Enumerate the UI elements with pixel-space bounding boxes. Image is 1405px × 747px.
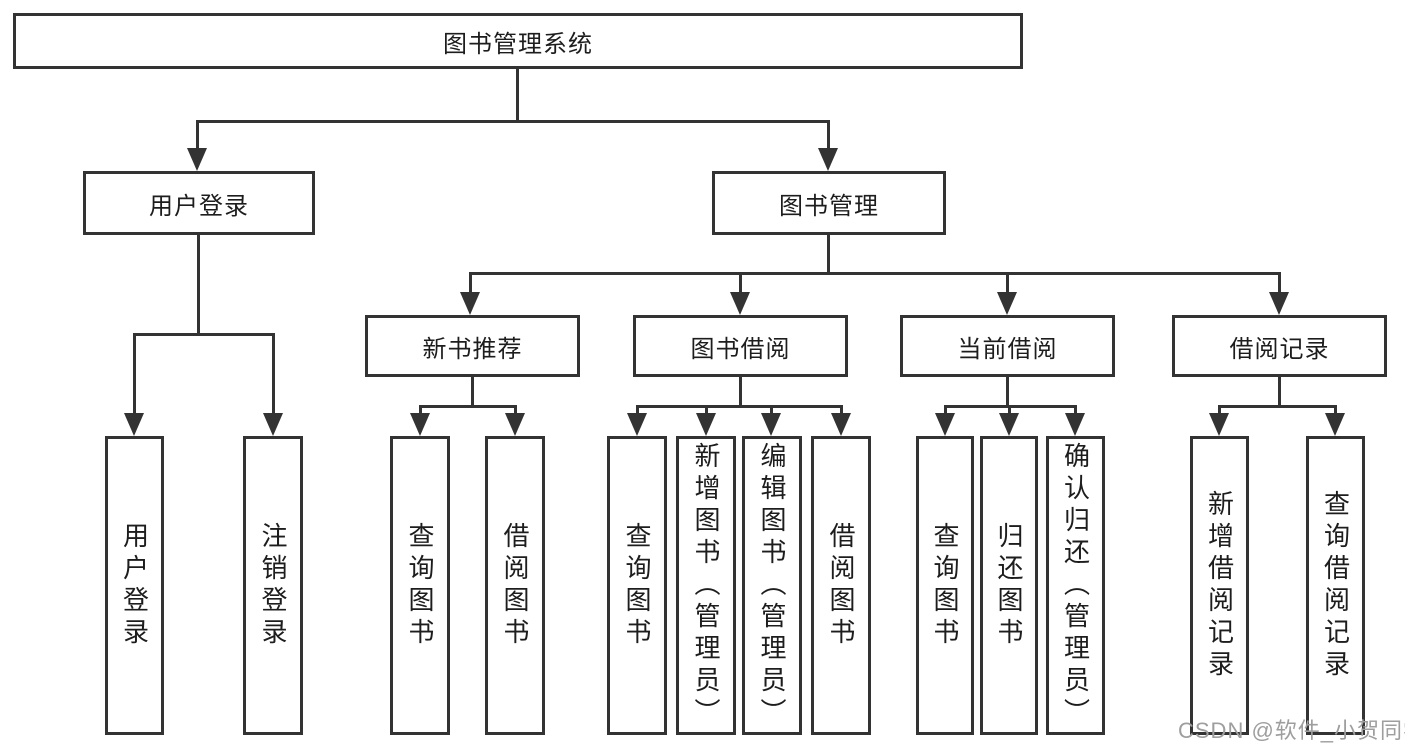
leaf-logout-login: 注销登录 <box>243 436 303 735</box>
connector-login-drop <box>196 120 199 153</box>
connector-g2-drop-3 <box>770 405 773 417</box>
leaf-current-query-books: 查询图书 <box>916 436 974 735</box>
leaf-edit-book-admin-label: 编辑图书（管理员） <box>757 441 787 730</box>
arrowhead-g3-3-icon <box>1065 413 1085 436</box>
arrowhead-g2-4-icon <box>831 413 851 436</box>
leaf-return-books: 归还图书 <box>980 436 1038 735</box>
connector-l3-drop-1 <box>469 272 472 296</box>
connector-g1-drop-2 <box>514 405 517 417</box>
arrowhead-g4-2-icon <box>1325 413 1345 436</box>
connector-management-drop <box>827 120 830 153</box>
leaf-user-login-label: 用户登录 <box>119 521 150 650</box>
node-user-login: 用户登录 <box>83 171 315 235</box>
leaf-return-books-label: 归还图书 <box>994 521 1024 650</box>
connector-l3-drop-4 <box>1278 272 1281 296</box>
connector-g1-drop-1 <box>419 405 422 417</box>
node-new-book-recommend: 新书推荐 <box>365 315 580 377</box>
leaf-add-borrow-record: 新增借阅记录 <box>1190 436 1249 735</box>
arrowhead-g3-2-icon <box>999 413 1019 436</box>
arrowhead-g2-2-icon <box>696 413 716 436</box>
node-book-borrow-label: 图书借阅 <box>690 335 791 363</box>
leaf-add-borrow-record-label: 新增借阅记录 <box>1204 489 1235 682</box>
connector-login-bar <box>133 333 274 336</box>
leaf-borrow-query-books: 查询图书 <box>607 436 667 735</box>
connector-g2-drop-2 <box>705 405 708 417</box>
leaf-add-book-admin: 新增图书（管理员） <box>676 436 736 735</box>
connector-root-stem <box>516 69 519 123</box>
connector-login-child2-drop <box>272 333 275 415</box>
arrowhead-management-icon <box>818 148 838 171</box>
node-borrow-records: 借阅记录 <box>1172 315 1387 377</box>
leaf-recommend-borrow-books-label: 借阅图书 <box>500 521 530 650</box>
leaf-query-borrow-record: 查询借阅记录 <box>1306 436 1365 735</box>
leaf-confirm-return-admin: 确认归还（管理员） <box>1046 436 1105 735</box>
arrowhead-g4-1-icon <box>1209 413 1229 436</box>
arrowhead-g1-2-icon <box>505 413 525 436</box>
node-user-login-label: 用户登录 <box>149 192 249 220</box>
connector-level2-bar <box>196 120 830 123</box>
connector-g3-stem <box>1006 377 1009 408</box>
connector-g2-drop-4 <box>840 405 843 417</box>
watermark: CSDN @软件_小贺同学 <box>1178 718 1405 743</box>
arrowhead-g2-3-icon <box>761 413 781 436</box>
leaf-confirm-return-admin-label: 确认归还（管理员） <box>1060 441 1091 730</box>
connector-login-stem <box>197 235 200 336</box>
leaf-edit-book-admin: 编辑图书（管理员） <box>742 436 802 735</box>
connector-g3-drop-2 <box>1008 405 1011 417</box>
node-borrow-records-label: 借阅记录 <box>1229 335 1330 363</box>
node-new-book-recommend-label: 新书推荐 <box>422 335 523 363</box>
connector-g2-drop-1 <box>636 405 639 417</box>
leaf-recommend-borrow-books: 借阅图书 <box>485 436 545 735</box>
connector-g1-stem <box>471 377 474 408</box>
connector-g4-bar <box>1218 405 1336 408</box>
node-book-management: 图书管理 <box>712 171 946 235</box>
node-current-borrow-label: 当前借阅 <box>957 335 1058 363</box>
leaf-borrow-query-books-label: 查询图书 <box>622 521 652 650</box>
leaf-recommend-query-books: 查询图书 <box>390 436 450 735</box>
arrowhead-l3-2-icon <box>730 292 750 315</box>
connector-g1-bar <box>419 405 516 408</box>
node-root-label: 图书管理系统 <box>443 30 593 58</box>
node-book-management-label: 图书管理 <box>779 192 879 220</box>
node-root: 图书管理系统 <box>13 13 1023 69</box>
node-current-borrow: 当前借阅 <box>900 315 1115 377</box>
connector-g2-bar <box>636 405 842 408</box>
connector-level3-bar <box>469 272 1280 275</box>
connector-g4-drop-1 <box>1218 405 1221 417</box>
arrowhead-g1-1-icon <box>410 413 430 436</box>
arrowhead-l3-1-icon <box>460 292 480 315</box>
connector-g3-drop-1 <box>944 405 947 417</box>
leaf-user-login: 用户登录 <box>105 436 164 735</box>
leaf-borrow-books: 借阅图书 <box>811 436 871 735</box>
leaf-query-borrow-record-label: 查询借阅记录 <box>1320 489 1351 682</box>
arrowhead-login-child2-icon <box>263 413 283 436</box>
node-book-borrow: 图书借阅 <box>633 315 848 377</box>
leaf-recommend-query-books-label: 查询图书 <box>405 521 435 650</box>
leaf-current-query-books-label: 查询图书 <box>930 521 960 650</box>
connector-g4-stem <box>1278 377 1281 408</box>
arrowhead-g3-1-icon <box>935 413 955 436</box>
leaf-borrow-books-label: 借阅图书 <box>826 521 856 650</box>
connector-l3-drop-2 <box>739 272 742 296</box>
connector-g2-stem <box>739 377 742 408</box>
connector-login-child1-drop <box>133 333 136 415</box>
arrowhead-g2-1-icon <box>627 413 647 436</box>
connector-management-stem <box>827 235 830 275</box>
arrowhead-l3-4-icon <box>1269 292 1289 315</box>
leaf-add-book-admin-label: 新增图书（管理员） <box>691 441 721 730</box>
connector-g3-drop-3 <box>1074 405 1077 417</box>
connector-l3-drop-3 <box>1006 272 1009 296</box>
leaf-logout-login-label: 注销登录 <box>258 521 288 650</box>
arrowhead-l3-3-icon <box>997 292 1017 315</box>
arrowhead-login-child1-icon <box>124 413 144 436</box>
connector-g4-drop-2 <box>1334 405 1337 417</box>
arrowhead-login-icon <box>187 148 207 171</box>
